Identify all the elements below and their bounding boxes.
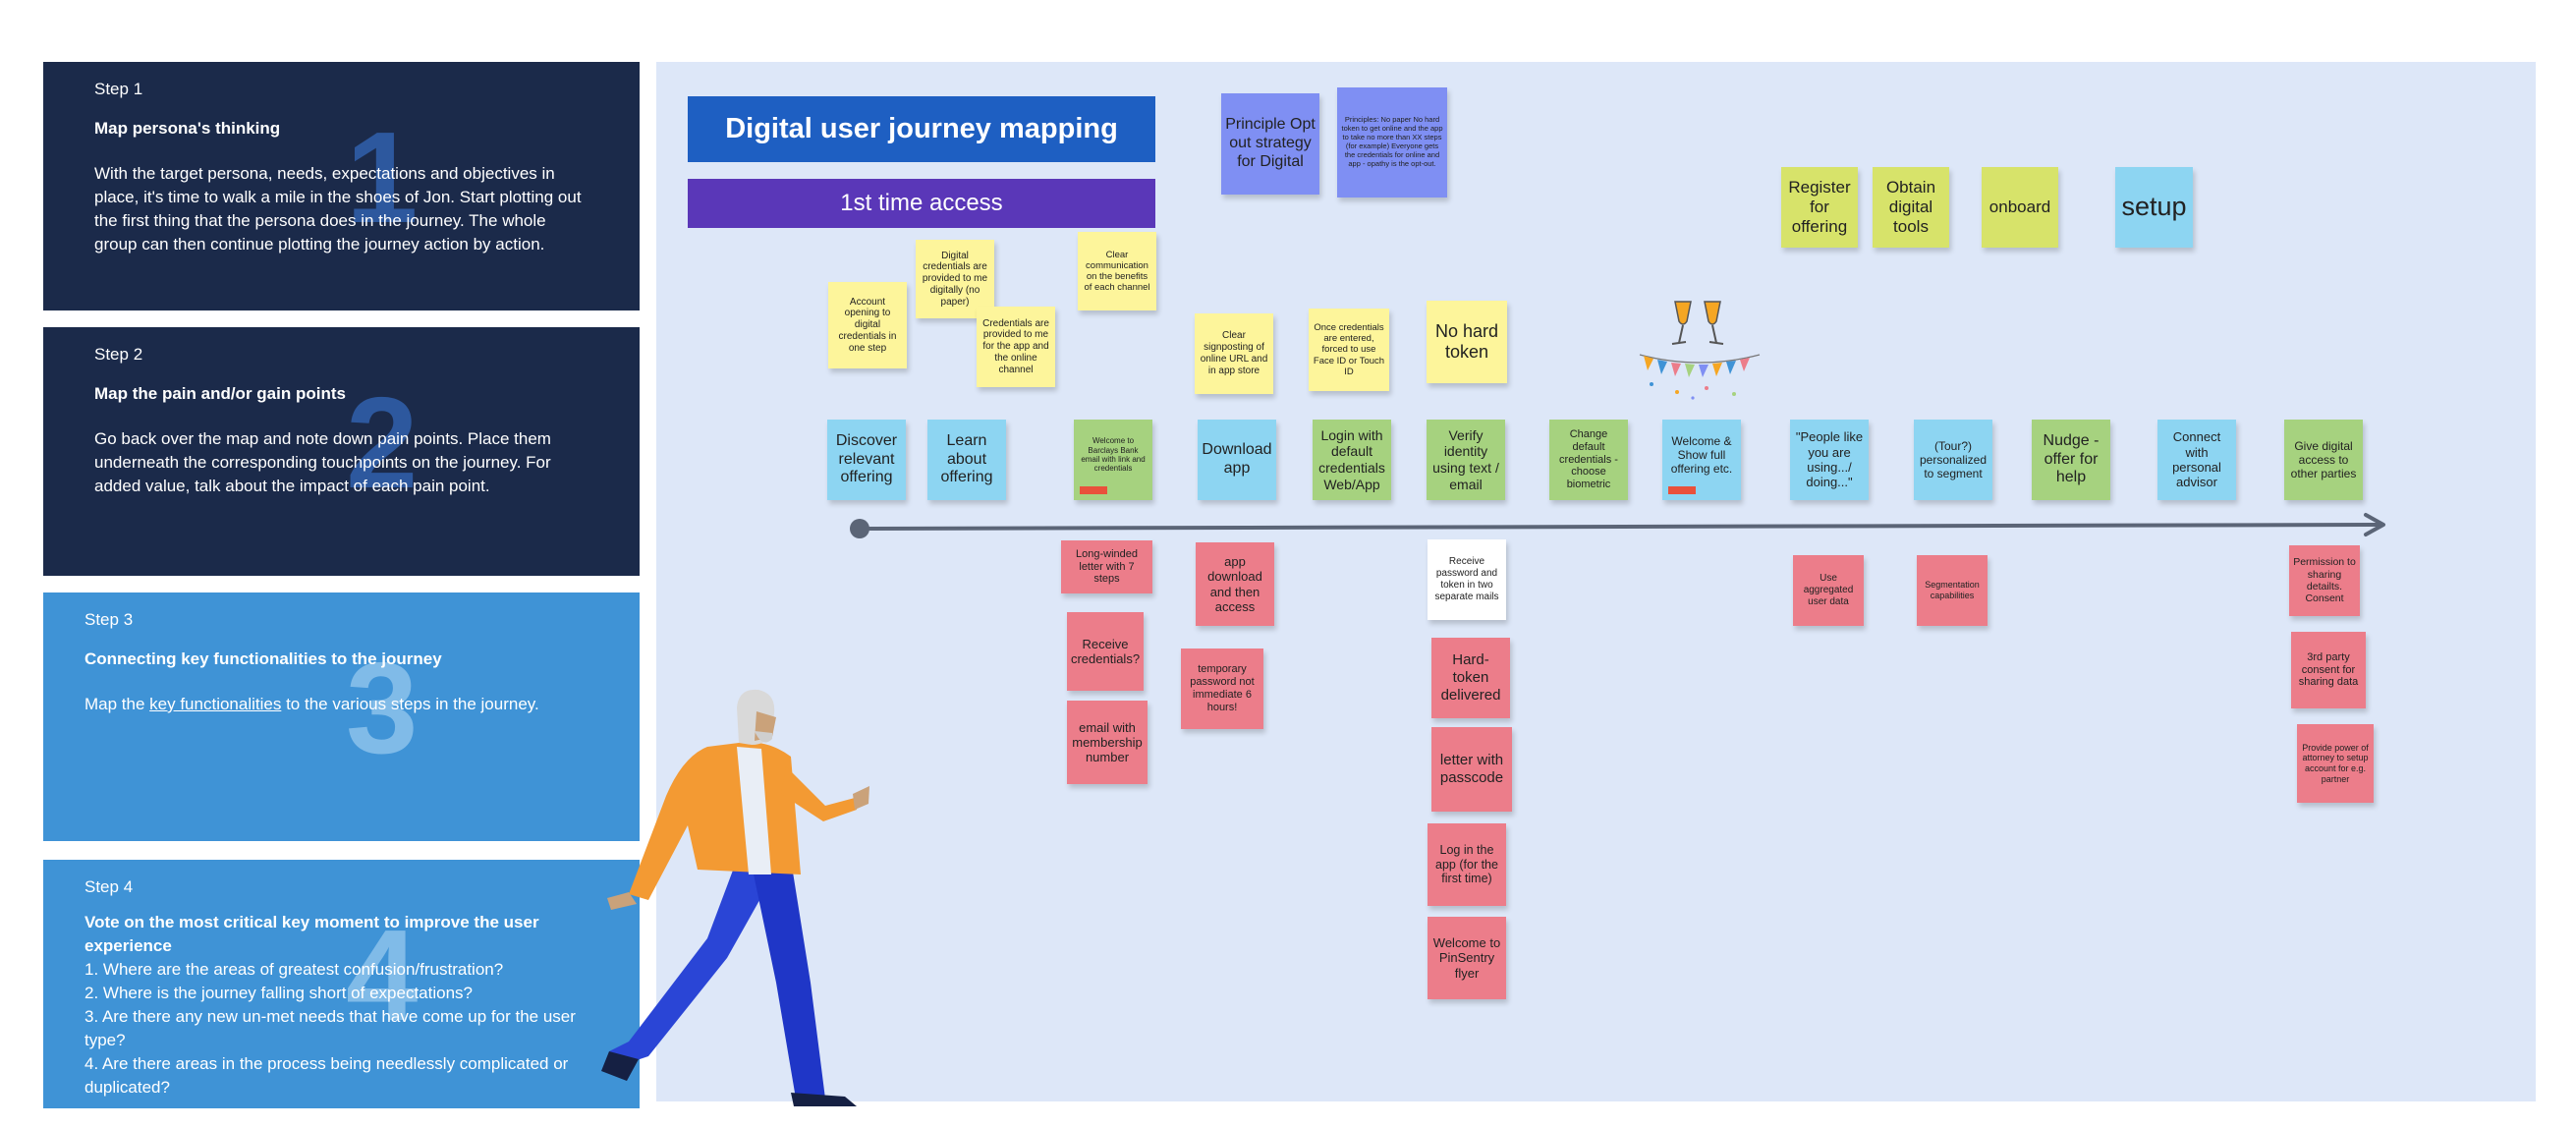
pain-note[interactable]: Welcome to PinSentry flyer — [1428, 917, 1506, 999]
top-note[interactable]: No hard token — [1427, 301, 1507, 383]
pain-note[interactable]: 3rd party consent for sharing data — [2291, 632, 2366, 708]
top-note[interactable]: Clear signposting of online URL and in a… — [1195, 313, 1273, 394]
step-1-panel: 1 Step 1 Map persona's thinking With the… — [43, 62, 640, 310]
step-4-label: Step 4 — [84, 877, 134, 896]
touchpoint[interactable]: Login with default credentials Web/App — [1313, 420, 1391, 500]
pain-note[interactable]: Log in the app (for the first time) — [1428, 823, 1506, 906]
journey-board — [656, 62, 2536, 1101]
pain-note[interactable]: Provide power of attorney to setup accou… — [2297, 724, 2374, 803]
step-3-body-suffix: to the various steps in the journey. — [281, 694, 539, 713]
pain-note[interactable]: Segmentation capabilities — [1917, 555, 1988, 626]
touchpoint[interactable]: Change default credentials - choose biom… — [1549, 420, 1628, 500]
pain-note[interactable]: Long-winded letter with 7 steps — [1061, 540, 1152, 593]
step-3-body: Map the key functionalities to the vario… — [84, 693, 590, 716]
pain-note[interactable]: temporary password not immediate 6 hours… — [1181, 649, 1263, 729]
step-2-number: 2 — [346, 370, 419, 515]
step-4-question: 2. Where is the journey falling short of… — [84, 983, 473, 1002]
touchpoint[interactable]: Connect with personal advisor — [2157, 420, 2236, 500]
touchpoint-text: Welcome & Show full offering etc. — [1670, 433, 1733, 477]
step-4-number: 4 — [346, 903, 419, 1047]
phase-obtain[interactable]: Obtain digital tools — [1873, 167, 1949, 248]
step-1-number: 1 — [346, 105, 419, 250]
pain-note[interactable]: Hard-token delivered — [1431, 638, 1510, 718]
phase-setup[interactable]: setup — [2115, 167, 2193, 248]
step-4-question: 4. Are there areas in the process being … — [84, 1054, 569, 1098]
step-1-label: Step 1 — [94, 80, 143, 98]
top-note[interactable]: Digital credentials are provided to me d… — [916, 240, 994, 318]
red-tag — [1080, 486, 1107, 494]
step-3-panel: 3 Step 3 Connecting key functionalities … — [43, 592, 640, 841]
top-note[interactable]: Account opening to digital credentials i… — [828, 282, 907, 368]
board-subtitle[interactable]: 1st time access — [688, 179, 1155, 228]
phase-register[interactable]: Register for offering — [1781, 167, 1858, 248]
touchpoint[interactable]: Give digital access to other parties — [2284, 420, 2363, 500]
step-4-panel: 4 Step 4 Vote on the most critical key m… — [43, 860, 640, 1108]
pain-note[interactable]: email with membership number — [1067, 701, 1148, 784]
step-2-label: Step 2 — [94, 345, 143, 364]
step-2-panel: 2 Step 2 Map the pain and/or gain points… — [43, 327, 640, 576]
board-title[interactable]: Digital user journey mapping — [688, 96, 1155, 162]
touchpoint[interactable]: Discover relevant offering — [827, 420, 906, 500]
pain-note[interactable]: Receive password and token in two separa… — [1428, 539, 1506, 620]
key-functionalities-link[interactable]: key functionalities — [149, 694, 282, 713]
step-2-body: Go back over the map and note down pain … — [94, 428, 551, 496]
step-2-title: Map the pain and/or gain points — [94, 384, 346, 403]
top-note[interactable]: Credentials are provided to me for the a… — [977, 307, 1055, 387]
touchpoint[interactable]: (Tour?) personalized to segment — [1914, 420, 1992, 500]
step-4-title: Vote on the most critical key moment to … — [84, 913, 539, 955]
red-tag — [1668, 486, 1696, 494]
step-1-title: Map persona's thinking — [94, 119, 281, 138]
touchpoint[interactable]: Learn about offering — [927, 420, 1006, 500]
pain-note[interactable]: letter with passcode — [1431, 727, 1512, 812]
bunting-icon — [1639, 354, 1761, 400]
step-3-title: Connecting key functionalities to the jo… — [84, 649, 442, 668]
step-3-label: Step 3 — [84, 610, 134, 629]
top-note[interactable]: Clear communication on the benefits of e… — [1078, 232, 1156, 310]
touchpoint[interactable]: Welcome to Barclays Bank email with link… — [1074, 420, 1152, 500]
step-4-question: 3. Are there any new un-met needs that h… — [84, 1006, 576, 1049]
pain-note[interactable]: app download and then access — [1196, 542, 1274, 626]
top-note[interactable]: Once credentials are entered, forced to … — [1309, 309, 1389, 391]
pain-note[interactable]: Receive credentials? — [1067, 612, 1144, 691]
timeline-arrow-icon — [850, 513, 2385, 538]
touchpoint[interactable]: Welcome & Show full offering etc. — [1662, 420, 1741, 500]
principles-detail-note[interactable]: Principles: No paper No hard token to ge… — [1337, 87, 1447, 197]
step-3-number: 3 — [346, 636, 419, 780]
step-4-body: 1. Where are the areas of greatest confu… — [84, 958, 590, 1100]
persona-illustration — [601, 689, 869, 1106]
touchpoint[interactable]: Download app — [1198, 420, 1276, 500]
pain-note[interactable]: Use aggregated user data — [1793, 555, 1864, 626]
step-4-question: 1. Where are the areas of greatest confu… — [84, 959, 504, 979]
touchpoint-text: Welcome to Barclays Bank email with link… — [1081, 436, 1146, 474]
touchpoint[interactable]: Nudge - offer for help — [2032, 420, 2110, 500]
champagne-glasses-icon — [1671, 301, 1724, 345]
step-1-body: With the target persona, needs, expectat… — [94, 163, 582, 254]
phase-onboard[interactable]: onboard — [1982, 167, 2058, 248]
touchpoint[interactable]: "People like you are using.../ doing..." — [1790, 420, 1869, 500]
touchpoint[interactable]: Verify identity using text / email — [1427, 420, 1505, 500]
principle-note[interactable]: Principle Opt out strategy for Digital — [1221, 93, 1319, 195]
pain-note[interactable]: Permission to sharing detailts. Consent — [2289, 545, 2360, 616]
step-3-body-prefix: Map the — [84, 694, 150, 713]
